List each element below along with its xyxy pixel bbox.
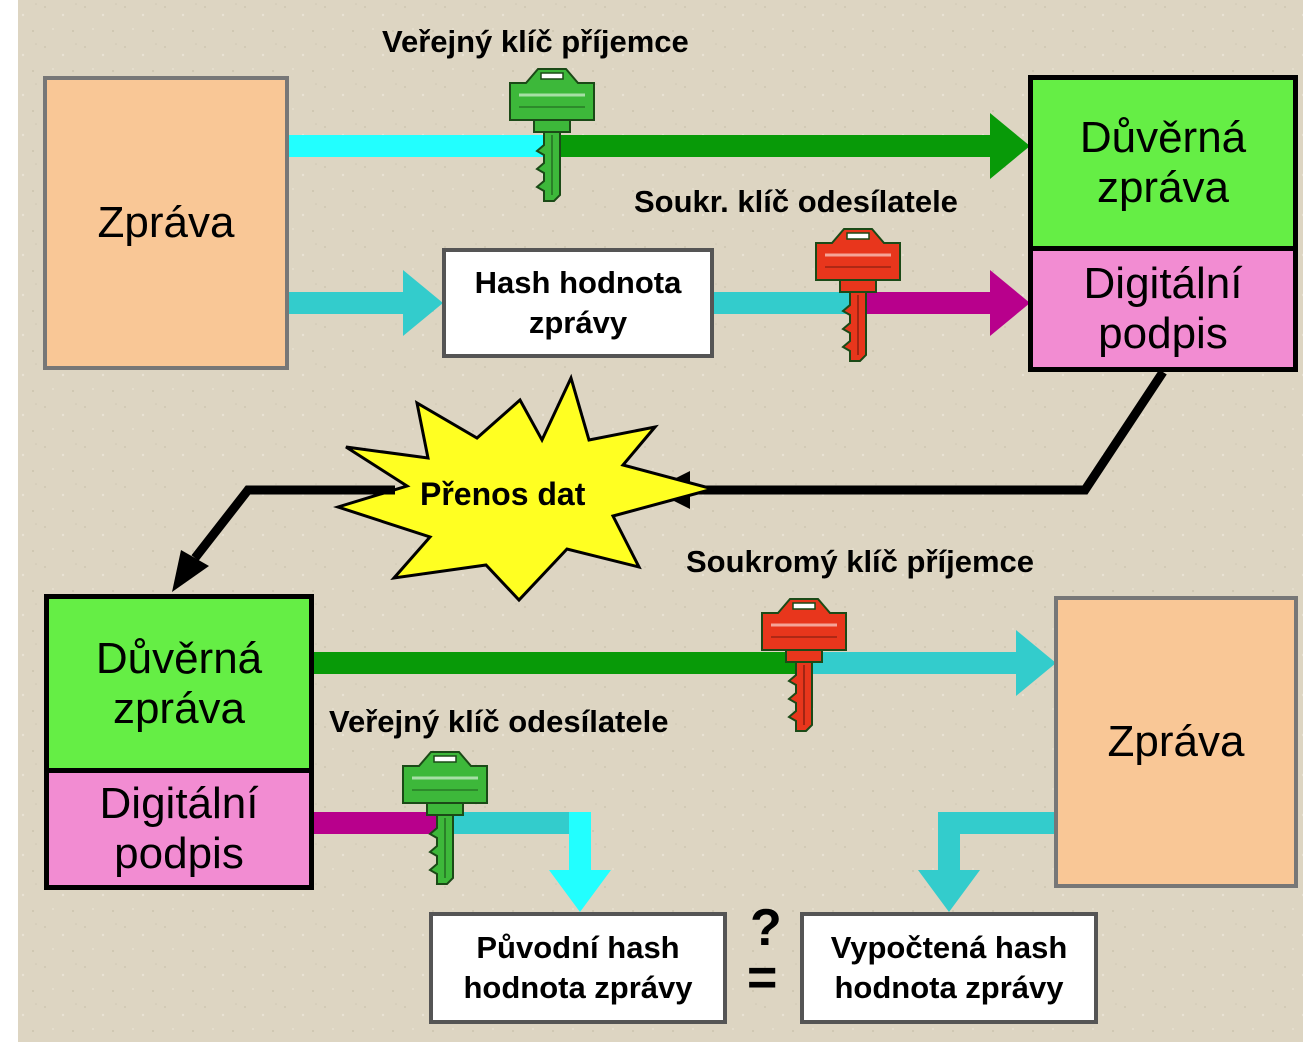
plain-message-bar [287, 135, 544, 157]
encrypted-message-bar [313, 652, 808, 674]
verified-hash-bar [443, 812, 591, 834]
recipient-public-key-label: Veřejný klíč příjemce [382, 24, 689, 59]
hash-output-bar [712, 292, 860, 314]
computed-hash-bar [938, 812, 1058, 834]
receiver-message-box: Zpráva [1054, 596, 1298, 888]
arrow-icon [1016, 630, 1056, 696]
original-hash-box: Původní hash hodnota zprávy [429, 912, 727, 1024]
verified-hash-bar [569, 812, 591, 872]
transfer-label: Přenos dat [420, 476, 586, 512]
question-mark: ? [750, 899, 782, 957]
burst-icon [333, 373, 719, 603]
transfer-line [690, 369, 1167, 495]
sender-hash-box: Hash hodnota zprávy [442, 248, 714, 358]
receiver-signature-box: Digitální podpis [44, 768, 314, 890]
decrypted-message-bar [808, 652, 1018, 674]
arrow-icon [990, 113, 1030, 179]
signature-bar [313, 812, 443, 834]
signature-bar [860, 292, 992, 314]
transfer-line [191, 485, 395, 561]
arrow-icon [918, 870, 980, 912]
recipient-private-key-label: Soukromý klíč příjemce [686, 544, 1035, 579]
encrypted-message-bar [544, 135, 992, 157]
arrow-icon [403, 270, 443, 336]
computed-hash-box: Vypočtená hash hodnota zprávy [800, 912, 1098, 1024]
arrow-icon [990, 270, 1030, 336]
sender-private-key-label: Soukr. klíč odesílatele [634, 184, 958, 219]
arrow-icon [549, 870, 611, 912]
sender-confidential-box: Důvěrná zpráva [1028, 75, 1298, 251]
receiver-confidential-box: Důvěrná zpráva [44, 594, 314, 774]
hash-input-bar [287, 292, 405, 314]
sender-signature-box: Digitální podpis [1028, 246, 1298, 372]
sender-message-box: Zpráva [43, 76, 289, 370]
equals-sign: = [747, 949, 778, 1007]
sender-public-key-label: Veřejný klíč odesílatele [329, 704, 669, 739]
computed-hash-bar [938, 812, 960, 872]
arrow-icon [172, 550, 209, 592]
